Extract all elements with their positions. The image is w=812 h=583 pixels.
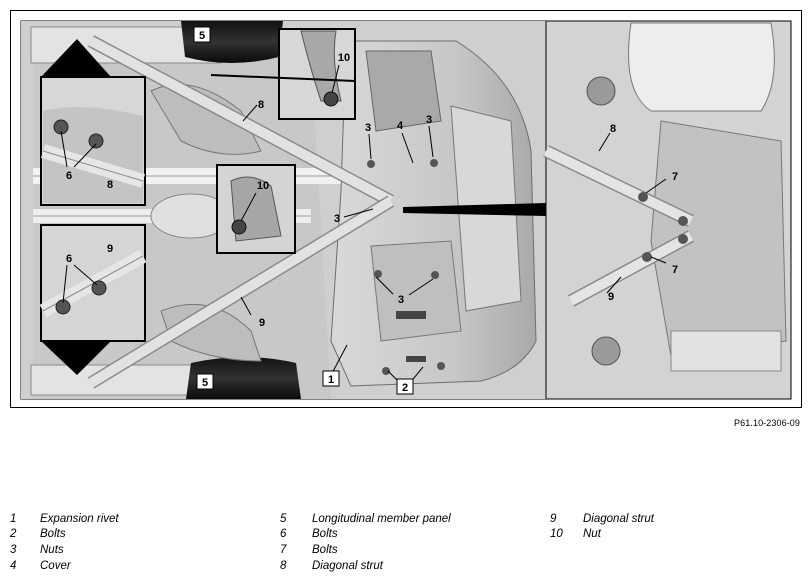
detail-inset-top-middle	[210, 28, 356, 120]
callout-7a: 7	[672, 171, 678, 183]
figure-code: P61.10-2306-09	[734, 418, 800, 428]
legend-num-9: 9	[550, 513, 557, 525]
legend-label-4: Cover	[40, 560, 71, 572]
callout-5b: 5	[202, 377, 208, 389]
callout-9a: 9	[107, 243, 113, 255]
legend-label-6: Bolts	[312, 528, 338, 540]
tire-bottom	[186, 357, 301, 399]
legend: 1 Expansion rivet 2 Bolts 3 Nuts 4 Cover…	[0, 510, 812, 583]
diagonal-struts	[87, 35, 395, 389]
callout-5a: 5	[199, 30, 205, 42]
legend-num-6: 6	[280, 528, 287, 540]
legend-label-9: Diagonal strut	[583, 513, 654, 525]
diagram-frame: 1 2 3 3 3 3 4 5 5 6 6 7 7 8 8 8 9 9 9 10…	[10, 10, 802, 408]
callout-8b: 8	[107, 179, 113, 191]
legend-label-1: Expansion rivet	[40, 513, 119, 525]
legend-num-5: 5	[280, 513, 287, 525]
callout-9b: 9	[259, 317, 265, 329]
callout-8c: 8	[610, 123, 616, 135]
legend-label-7: Bolts	[312, 544, 338, 556]
callout-3b: 3	[426, 114, 432, 126]
legend-num-1: 1	[10, 513, 17, 525]
callout-3c: 3	[334, 213, 340, 225]
detail-inset-bottom-left	[39, 224, 147, 375]
legend-label-2: Bolts	[40, 528, 66, 540]
callout-3d: 3	[398, 294, 404, 306]
detail-inset-middle	[216, 164, 296, 254]
right-detail-view	[403, 20, 792, 400]
legend-num-4: 4	[10, 560, 17, 572]
callout-1: 1	[328, 374, 334, 386]
callout-3a: 3	[365, 122, 371, 134]
legend-num-3: 3	[10, 544, 17, 556]
legend-label-3: Nuts	[40, 544, 64, 556]
callout-6a: 6	[66, 170, 72, 182]
legend-num-2: 2	[10, 528, 17, 540]
callout-10b: 10	[257, 180, 269, 192]
callouts: 1 2 3 3 3 3 4 5 5 6 6 7 7 8 8 8 9 9 9 10…	[66, 26, 678, 395]
legend-label-10: Nut	[583, 528, 601, 540]
legend-label-5: Longitudinal member panel	[312, 513, 451, 525]
callout-2: 2	[402, 382, 408, 394]
detail-inset-top-left	[40, 39, 146, 206]
legend-num-10: 10	[550, 528, 563, 540]
callout-8a: 8	[258, 99, 264, 111]
callout-10a: 10	[338, 52, 350, 64]
legend-label-8: Diagonal strut	[312, 560, 383, 572]
callout-6b: 6	[66, 253, 72, 265]
callout-9c: 9	[608, 291, 614, 303]
callout-7b: 7	[672, 264, 678, 276]
legend-num-8: 8	[280, 560, 287, 572]
callout-4: 4	[397, 120, 404, 132]
underbody-illustration: 1 2 3 3 3 3 4 5 5 6 6 7 7 8 8 8 9 9 9 10…	[20, 20, 792, 400]
legend-num-7: 7	[280, 544, 287, 556]
leader-lines	[60, 64, 667, 385]
